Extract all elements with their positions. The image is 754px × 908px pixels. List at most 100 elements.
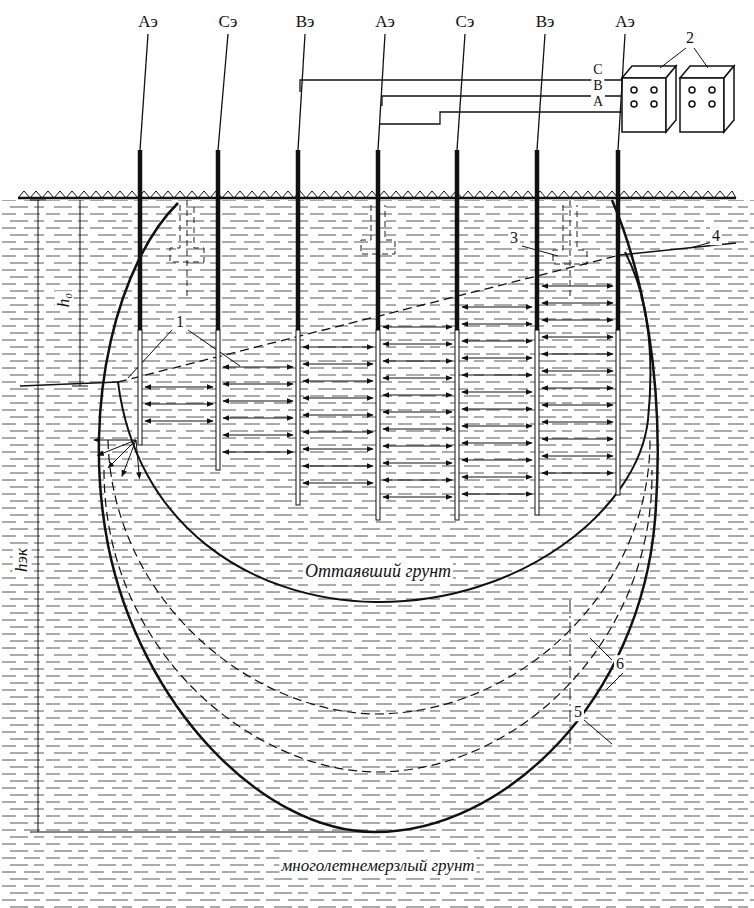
electrode (455, 330, 459, 520)
callout-number: 1 (174, 313, 186, 331)
current-arrow (303, 364, 373, 365)
current-arrow (223, 418, 293, 419)
current-arrow (383, 327, 452, 328)
dimension-label: h₀ (55, 291, 74, 309)
current-arrow (462, 460, 532, 461)
current-arrow (383, 480, 452, 481)
current-arrow (542, 337, 613, 338)
current-arrow (383, 497, 452, 498)
phase-label: Аэ (613, 13, 637, 32)
callout-number: 6 (614, 655, 626, 673)
current-arrow (145, 387, 213, 388)
current-arrow (462, 358, 532, 359)
electrode (216, 150, 221, 330)
current-arrow (542, 303, 613, 304)
current-arrow (542, 473, 613, 474)
electrode (616, 150, 621, 330)
callout-number: 5 (572, 703, 584, 721)
current-arrow (542, 354, 613, 355)
current-arrow (462, 324, 532, 325)
current-arrow (462, 426, 532, 427)
current-arrow (462, 375, 532, 376)
dimension-label: hэк (13, 546, 32, 574)
electrode (216, 330, 220, 470)
current-arrow (462, 443, 532, 444)
current-arrow (383, 395, 452, 396)
current-arrow (223, 435, 293, 436)
phase-label: Сэ (217, 13, 240, 32)
phase-label: Вэ (534, 13, 557, 32)
current-arrow (223, 452, 293, 453)
current-arrow (98, 440, 137, 455)
current-arrow (383, 429, 452, 430)
current-arrow (462, 409, 532, 410)
electrode (535, 150, 540, 330)
current-arrow (303, 415, 373, 416)
current-arrow (542, 371, 613, 372)
callout-number: 2 (684, 29, 696, 47)
callout-number: 3 (508, 229, 520, 247)
electrode (376, 330, 380, 520)
current-arrow (462, 307, 532, 308)
current-arrow (462, 392, 532, 393)
electrode (376, 150, 381, 330)
current-arrow (223, 384, 293, 385)
electrode (138, 150, 143, 330)
supply-wires (140, 34, 625, 150)
phase-label: Сэ (454, 13, 477, 32)
electrode (296, 150, 301, 330)
phase-label: Аэ (136, 13, 160, 32)
current-arrow (145, 404, 213, 405)
callout-number: 4 (710, 227, 722, 245)
current-arrow (383, 378, 452, 379)
current-arrow (303, 483, 373, 484)
current-arrow (108, 440, 136, 468)
current-arrows (94, 286, 613, 497)
wire-label: С (591, 62, 604, 77)
current-arrow (303, 347, 373, 348)
electrodes (138, 150, 620, 520)
current-arrow (542, 388, 613, 389)
phase-label: Аэ (373, 13, 397, 32)
current-arrow (542, 320, 613, 321)
current-arrow (383, 446, 452, 447)
current-arrow (223, 401, 293, 402)
current-arrow (542, 286, 613, 287)
current-arrow (223, 367, 293, 368)
current-arrow (462, 494, 532, 495)
electrode (616, 330, 620, 495)
current-arrow (383, 463, 452, 464)
current-arrow (122, 440, 136, 476)
current-arrow (462, 477, 532, 478)
electrode (296, 330, 300, 505)
electrode (455, 150, 460, 330)
electrode (535, 330, 539, 515)
wire-label: В (591, 78, 604, 93)
current-arrow (542, 456, 613, 457)
current-arrow (383, 344, 452, 345)
current-arrow (136, 440, 140, 479)
electrode (138, 330, 142, 445)
wire-label: А (591, 94, 605, 109)
current-arrow (303, 449, 373, 450)
current-arrow (383, 412, 452, 413)
current-arrow (94, 440, 136, 441)
current-arrow (303, 398, 373, 399)
current-arrow (303, 466, 373, 467)
phase-label: Вэ (294, 13, 317, 32)
current-arrow (383, 361, 452, 362)
zone-label: Оттаявший грунт (303, 562, 453, 582)
current-arrow (303, 432, 373, 433)
current-arrow (542, 422, 613, 423)
current-arrow (145, 421, 213, 422)
zone-label: многолетнемерзлый грунт (279, 857, 476, 876)
dimension-lines (30, 200, 378, 832)
current-arrow (462, 341, 532, 342)
transformer (622, 48, 734, 132)
leader-lines (128, 242, 712, 744)
current-arrow (542, 405, 613, 406)
current-arrow (542, 439, 613, 440)
current-arrow (303, 381, 373, 382)
